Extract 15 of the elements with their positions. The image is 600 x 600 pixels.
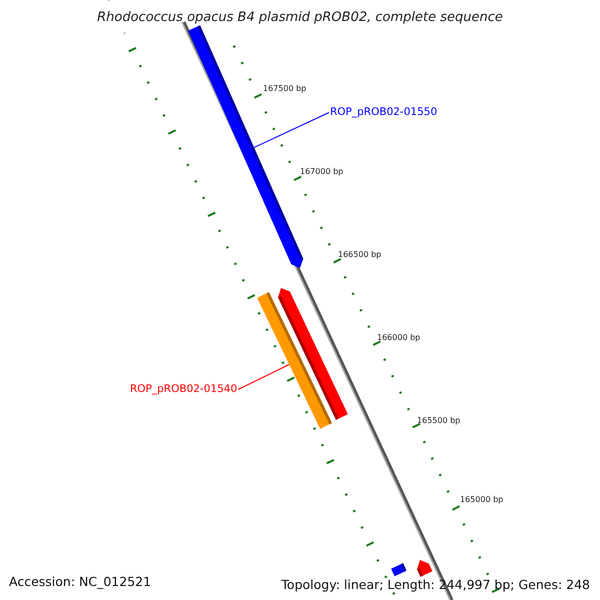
leader-line <box>253 112 330 148</box>
title: Rhodococcus opacus B4 plasmid pROB02, complete sequence <box>96 11 504 24</box>
tick-label: 165000 bp <box>460 496 504 504</box>
gene-arrow <box>278 288 348 420</box>
gene-arrow <box>416 560 432 577</box>
tick-label: 166500 bp <box>338 251 382 259</box>
tick-label: 166000 bp <box>377 334 420 342</box>
tick-label: 165500 bp <box>417 417 460 425</box>
leader-line <box>238 364 290 390</box>
tick-label: 167000 bp <box>300 168 344 176</box>
tick-label: 167500 bp <box>263 85 306 93</box>
gene-label: ROP_pROB02-01540 <box>130 384 238 394</box>
gene-label: ROP_pROB02-01550 <box>330 107 438 118</box>
gene-arrow <box>391 563 407 576</box>
accession-text: Accession: NC_012521 <box>9 576 152 588</box>
